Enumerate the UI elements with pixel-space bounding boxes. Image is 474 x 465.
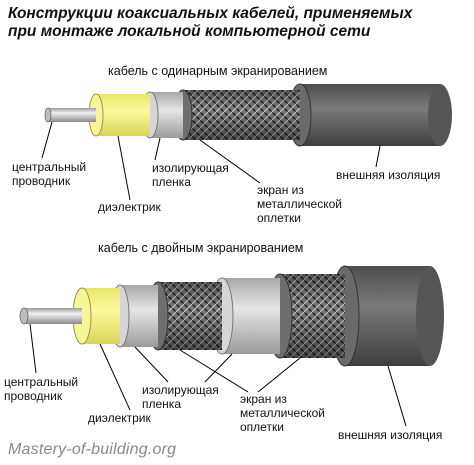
cable2-braid-inner <box>147 281 222 351</box>
cable2-conductor <box>19 307 82 325</box>
cable1-dielectric <box>88 93 150 137</box>
cable2 <box>19 265 444 367</box>
cable1-braid <box>173 89 300 141</box>
cable2-label-film: изолирующая пленка <box>142 383 219 411</box>
cable1-label-jacket: внешняя изоляция <box>336 168 441 182</box>
cable2-label-braid: экран из металлической оплетки <box>240 392 325 434</box>
title-line-1: Конструкции коаксиальных кабелей, примен… <box>8 5 413 22</box>
cable2-outer-jacket <box>330 265 444 367</box>
cable1 <box>44 83 452 147</box>
cable1-caption: кабель с одинарным экранированием <box>108 64 328 78</box>
cable2-label-dielectric: диэлектрик <box>88 411 151 425</box>
page-title: Конструкции коаксиальных кабелей, примен… <box>8 5 468 41</box>
title-line-2: при монтаже локальной компьютерной сети <box>8 23 371 40</box>
cable1-label-braid: экран из металлической оплетки <box>257 183 342 225</box>
cable1-outer-jacket <box>288 83 452 147</box>
cable1-label-conductor: центральный проводник <box>12 160 87 188</box>
cable2-label-conductor: центральный проводник <box>4 375 79 403</box>
cable1-label-dielectric: диэлектрик <box>98 200 161 214</box>
cable1-label-film: изолирующая пленка <box>152 161 229 189</box>
cable2-label-jacket: внешняя изоляция <box>338 428 443 442</box>
leader-lines <box>29 121 407 427</box>
cable1-conductor <box>44 107 96 123</box>
watermark: Mastery-of-building.org <box>8 441 177 458</box>
cable2-caption: кабель с двойным экранированием <box>98 241 304 255</box>
